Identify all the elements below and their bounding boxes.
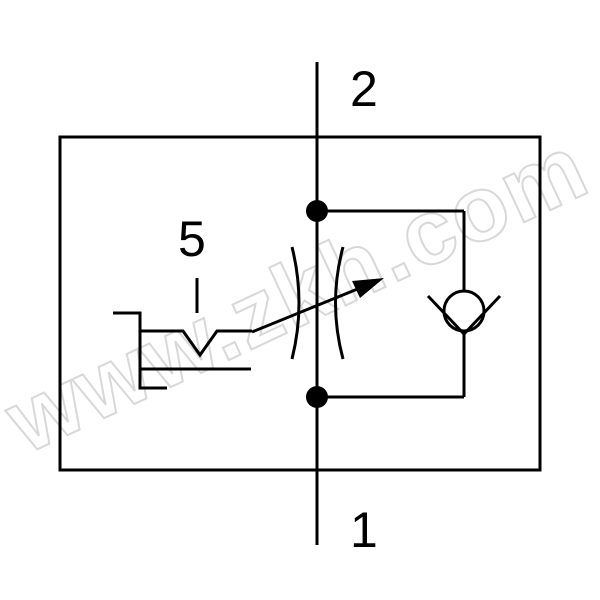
check-valve-seat-right — [462, 294, 502, 336]
adjustable-arrow-head — [352, 278, 384, 298]
valve-body-box — [58, 135, 542, 472]
port-2-label: 2 — [350, 61, 378, 117]
check-valve-seat-left — [426, 294, 466, 336]
throttle-left-curve — [290, 246, 301, 360]
port-1-label: 1 — [350, 502, 378, 558]
adjuster-detent-line — [140, 329, 252, 358]
throttle-restriction — [290, 246, 345, 360]
check-valve-ball — [442, 289, 486, 333]
check-valve-symbol — [426, 289, 502, 336]
throttle-right-curve — [334, 246, 345, 360]
adjuster-bracket — [113, 311, 167, 390]
port-5-label: 5 — [178, 211, 206, 267]
adjustable-arrow-shaft — [251, 286, 361, 334]
check-valve-bypass — [317, 209, 466, 399]
pilot-adjuster — [113, 278, 252, 390]
adjustable-arrow — [251, 278, 384, 334]
